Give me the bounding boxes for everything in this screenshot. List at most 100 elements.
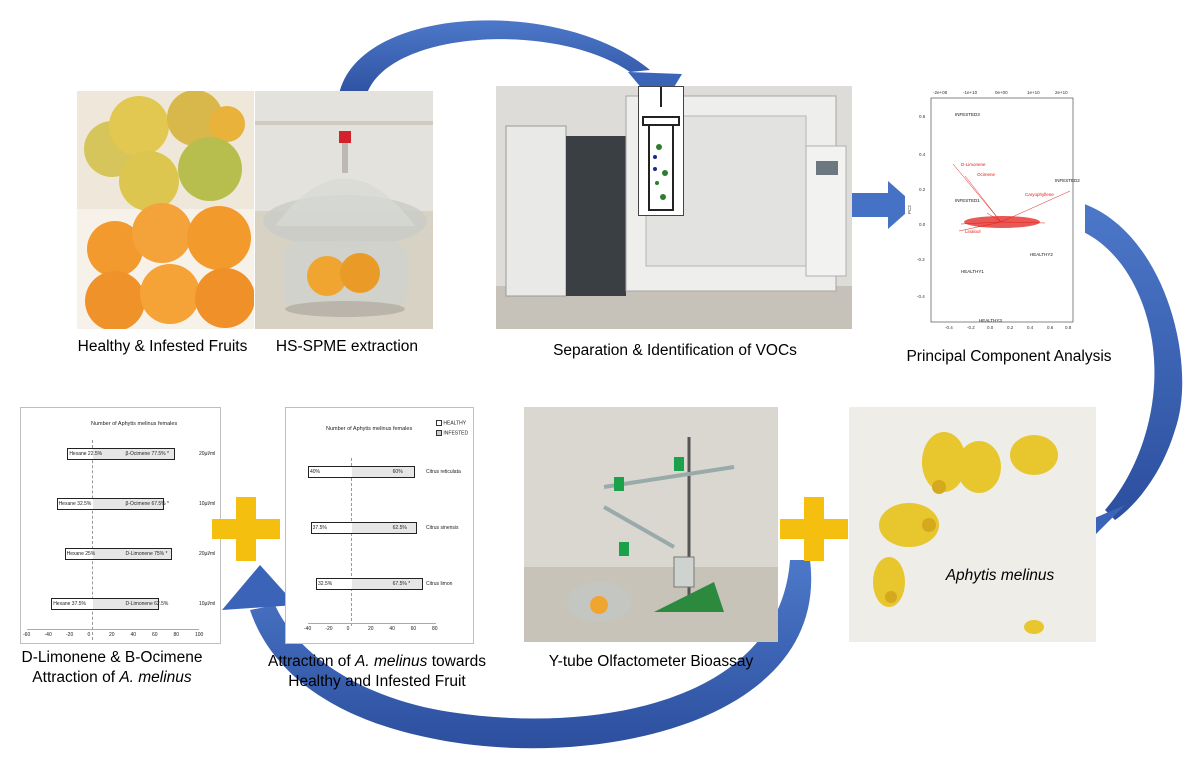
bar-fill-right bbox=[92, 499, 164, 509]
x-axis-line bbox=[27, 629, 199, 630]
chart-right-legend-healthy: HEALTHY bbox=[436, 420, 466, 426]
pca-left-tick: -0.2 bbox=[917, 257, 925, 262]
x-tick-label: -20 bbox=[325, 626, 333, 632]
pca-label: Caryophyllene bbox=[1025, 192, 1054, 197]
bar-row bbox=[67, 448, 175, 460]
pca-biplot: -2e+08 -1e+10 0e+00 1e+10 2e+10 0.6 0.4 … bbox=[907, 90, 1080, 330]
fruit-attraction-caption-species: A. melinus bbox=[355, 653, 428, 670]
bar-row bbox=[64, 548, 173, 560]
olfactometer-caption: Y-tube Olfactometer Bioassay bbox=[520, 652, 782, 672]
fruit-attraction-caption: Attraction of A. melinus towards Healthy… bbox=[258, 652, 496, 692]
bar-left-label: Hexane 37.5% bbox=[53, 601, 86, 607]
bar-row bbox=[51, 598, 159, 610]
x-axis-line bbox=[308, 623, 436, 624]
insect-caption-text: Aphytis melinus bbox=[945, 567, 1055, 584]
compound-attraction-caption-line1: D-Limonene & B-Ocimene bbox=[21, 649, 203, 666]
spme-fiber-icon bbox=[642, 27, 680, 211]
insect-caption: Aphytis melinus bbox=[935, 566, 1065, 586]
bar-right-label: 67.5% * bbox=[392, 581, 411, 587]
fruits-caption-text: Healthy & Infested Fruits bbox=[77, 338, 248, 355]
bar-fill-right bbox=[92, 449, 174, 459]
x-tick-label: -60 bbox=[23, 632, 31, 638]
pca-left-tick: 0.2 bbox=[919, 187, 926, 192]
bar-side-label: 20μl/ml bbox=[199, 551, 216, 557]
pca-bottom-tick: 0.6 bbox=[1047, 325, 1054, 330]
bar-side-label: Citrus limon bbox=[426, 581, 453, 587]
arrow-head-left-chart bbox=[222, 565, 296, 610]
x-tick-label: 40 bbox=[389, 626, 395, 632]
arrow-gc-to-pca bbox=[852, 181, 915, 229]
bar-left-label: Hexane 32.5% bbox=[58, 501, 92, 507]
chart-right-legend-infested: INFESTED bbox=[436, 430, 468, 436]
pca-bottom-tick: 0.0 bbox=[987, 325, 994, 330]
pca-bottom-tick: 0.4 bbox=[1027, 325, 1034, 330]
x-tick-label: 40 bbox=[130, 632, 137, 638]
x-tick-label: 20 bbox=[368, 626, 374, 632]
insect-photo bbox=[849, 407, 1096, 642]
chart-left-title: Number of Aphytis melinus females bbox=[91, 421, 178, 427]
bar-left-label: 32.5% bbox=[318, 581, 333, 587]
pca-ylabel: PC2 bbox=[907, 205, 912, 214]
x-tick-label: 60 bbox=[152, 632, 158, 638]
x-tick-label: -20 bbox=[66, 632, 74, 638]
bar-row bbox=[310, 522, 418, 534]
x-tick-label: 100 bbox=[195, 632, 204, 638]
fruits-photo bbox=[77, 91, 254, 329]
legend-healthy-label: HEALTHY bbox=[443, 420, 467, 427]
extraction-caption: HS-SPME extraction bbox=[262, 337, 432, 357]
x-tick-label: 60 bbox=[410, 626, 417, 632]
bar-left-label: Hexane 22.5% bbox=[69, 451, 103, 457]
fruit-attraction-caption-line2: Healthy and Infested Fruit bbox=[288, 673, 466, 690]
aphytis-illustration bbox=[849, 407, 1096, 642]
fruit-attraction-caption-post: towards bbox=[427, 653, 486, 670]
fruit-attraction-caption-pre: Attraction of bbox=[268, 653, 356, 670]
bar-row bbox=[316, 578, 423, 590]
x-tick-label: 20 bbox=[109, 632, 115, 638]
pca-label: HEALTHY1 bbox=[961, 269, 984, 274]
bar-fill-right bbox=[351, 579, 422, 589]
pca-left-tick: 0.0 bbox=[919, 222, 926, 227]
pca-label: INFESTED2 bbox=[1055, 178, 1080, 183]
zero-line bbox=[350, 458, 352, 626]
bar-left-label: 37.5% bbox=[312, 525, 327, 531]
pca-caption: Principal Component Analysis bbox=[893, 347, 1125, 367]
spme-fiber-inset bbox=[638, 27, 684, 216]
pca-left-tick: 0.4 bbox=[919, 152, 926, 157]
compound-attraction-caption-species: A. melinus bbox=[119, 669, 192, 686]
x-tick-label: 80 bbox=[173, 632, 180, 638]
x-tick-label: 0 bbox=[87, 632, 91, 638]
pca-top-tick: 0e+00 bbox=[995, 90, 1008, 95]
bar-left-label: Hexane 25% bbox=[66, 551, 96, 557]
pca-top-tick: 2e+10 bbox=[1055, 90, 1068, 95]
x-tick-label: 80 bbox=[432, 626, 438, 632]
pca-label: HEALTHY3 bbox=[979, 318, 1002, 323]
olfactometer-illustration bbox=[524, 407, 778, 642]
compound-attraction-caption: D-Limonene & B-Ocimene Attraction of A. … bbox=[6, 648, 218, 688]
pca-label: Ocimene bbox=[977, 172, 996, 177]
pca-left-tick: 0.6 bbox=[919, 114, 926, 119]
bar-side-label: Citrus reticulata bbox=[426, 469, 461, 475]
bar-side-label: Citrus sinensis bbox=[426, 525, 459, 531]
pca-label: Linalool bbox=[965, 229, 981, 234]
pca-bottom-tick: -0.4 bbox=[945, 325, 953, 330]
pca-bottom-tick: 0.8 bbox=[1065, 325, 1072, 330]
pca-top-tick: 1e+10 bbox=[1027, 90, 1040, 95]
extraction-caption-text: HS-SPME extraction bbox=[275, 338, 419, 355]
bar-right-label: 60% bbox=[392, 469, 403, 475]
gcms-caption-text: Separation & Identification of VOCs bbox=[553, 342, 797, 359]
fruits-caption: Healthy & Infested Fruits bbox=[70, 337, 255, 357]
bar-side-label: 10μl/ml bbox=[199, 601, 216, 607]
pca-bottom-tick: 0.2 bbox=[1007, 325, 1014, 330]
bar-side-label: 10μl/ml bbox=[199, 501, 216, 507]
olfactometer-caption-text: Y-tube Olfactometer Bioassay bbox=[548, 653, 754, 670]
fruits-illustration bbox=[77, 91, 254, 329]
pca-caption-text: Principal Component Analysis bbox=[906, 348, 1112, 365]
compound-attraction-chart: Number of Aphytis melinus females Hexane… bbox=[20, 407, 221, 644]
arrow-extraction-to-gc bbox=[338, 20, 650, 100]
pca-label: D-Limonene bbox=[961, 162, 986, 167]
pca-bottom-tick: -0.2 bbox=[967, 325, 975, 330]
gcms-caption: Separation & Identification of VOCs bbox=[520, 341, 830, 361]
bar-row bbox=[56, 498, 165, 510]
bar-fill-right bbox=[351, 467, 414, 477]
